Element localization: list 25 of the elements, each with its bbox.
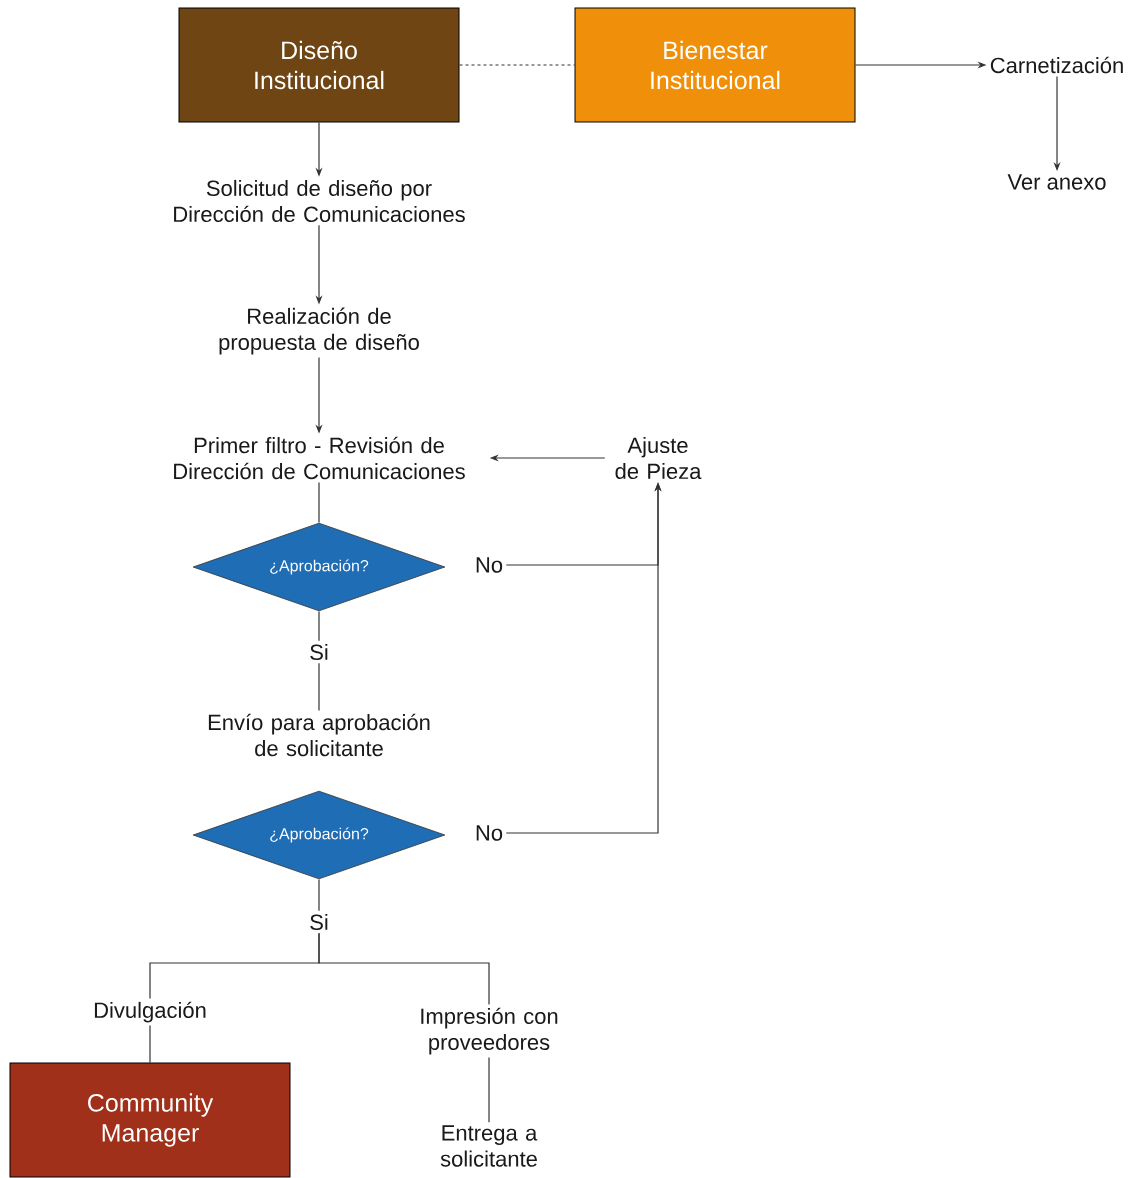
step-text: Entrega a solicitante [440, 1125, 538, 1167]
connector [318, 662, 320, 712]
connector [149, 1025, 151, 1064]
step-text: Envío para aprobación de solicitante [208, 713, 430, 757]
branch-label: No [476, 557, 503, 573]
branch-label: Si [310, 913, 328, 931]
branch-label: No [476, 825, 503, 841]
process-box: Diseño Institucional [178, 7, 460, 123]
connector [318, 481, 320, 524]
connector [458, 64, 576, 66]
connector [488, 1057, 490, 1123]
step-text: Impresión con proveedores [421, 1007, 558, 1055]
step-text: Solicitud de diseño por Dirección de Comunicaciones [174, 179, 465, 223]
connector [318, 878, 320, 912]
process-box: Bienestar Institucional [574, 7, 856, 123]
branch-label: Si [310, 643, 328, 661]
step-text: Divulgación [94, 1001, 206, 1023]
step-text: Realización de propuesta de diseño [219, 307, 419, 355]
step-text: Ver anexo [1007, 174, 1106, 190]
step-text: Ajuste de Pieza [615, 436, 702, 480]
process-box: Community Manager [9, 1062, 291, 1178]
step-text: Primer filtro - Revisión de Dirección de Comunicaciones [174, 436, 465, 480]
connector [318, 932, 490, 1006]
connector [318, 610, 320, 642]
step-text: Carnetización [990, 56, 1123, 74]
